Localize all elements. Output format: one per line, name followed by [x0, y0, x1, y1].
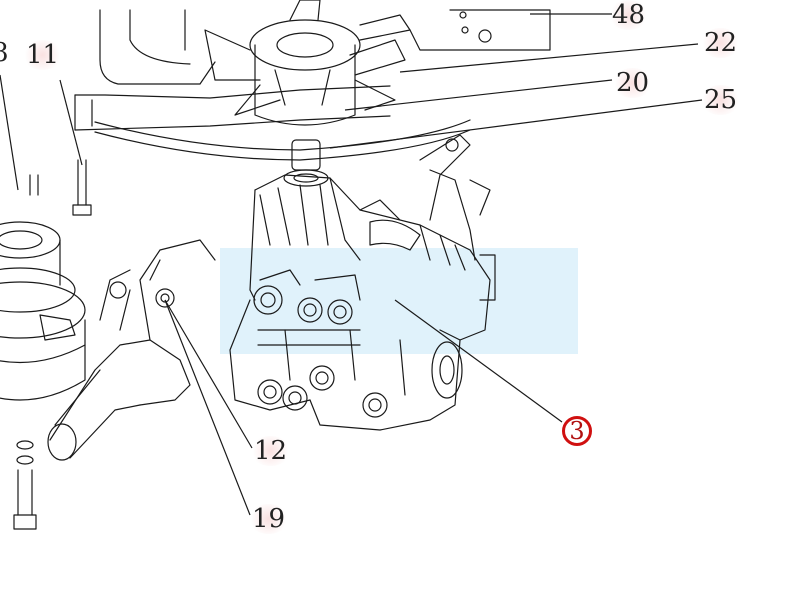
callout-22[interactable]: 22 [700, 28, 742, 58]
valve-fittings [253, 269, 388, 418]
axle-housing [47, 239, 216, 461]
input-shaft [283, 139, 329, 187]
callout-11[interactable]: 11 [22, 40, 64, 70]
callout-25[interactable]: 25 [700, 85, 742, 115]
left-bolts [13, 159, 92, 530]
callout-8[interactable]: 8 [0, 38, 9, 68]
leader-lines [0, 13, 703, 516]
callout-3-highlighted[interactable]: 3 [562, 416, 592, 446]
cooling-fan [204, 0, 411, 126]
left-pulley [0, 221, 86, 401]
callout-20[interactable]: 20 [612, 68, 654, 98]
frame-bracket [74, 9, 551, 131]
callout-19[interactable]: 19 [248, 504, 290, 534]
transmission-body [229, 134, 496, 431]
drive-belt [94, 119, 471, 161]
callout-12[interactable]: 12 [250, 436, 292, 466]
top-right-bolt [459, 11, 492, 43]
callout-48[interactable]: 48 [608, 0, 650, 30]
watermark-band [220, 248, 578, 354]
